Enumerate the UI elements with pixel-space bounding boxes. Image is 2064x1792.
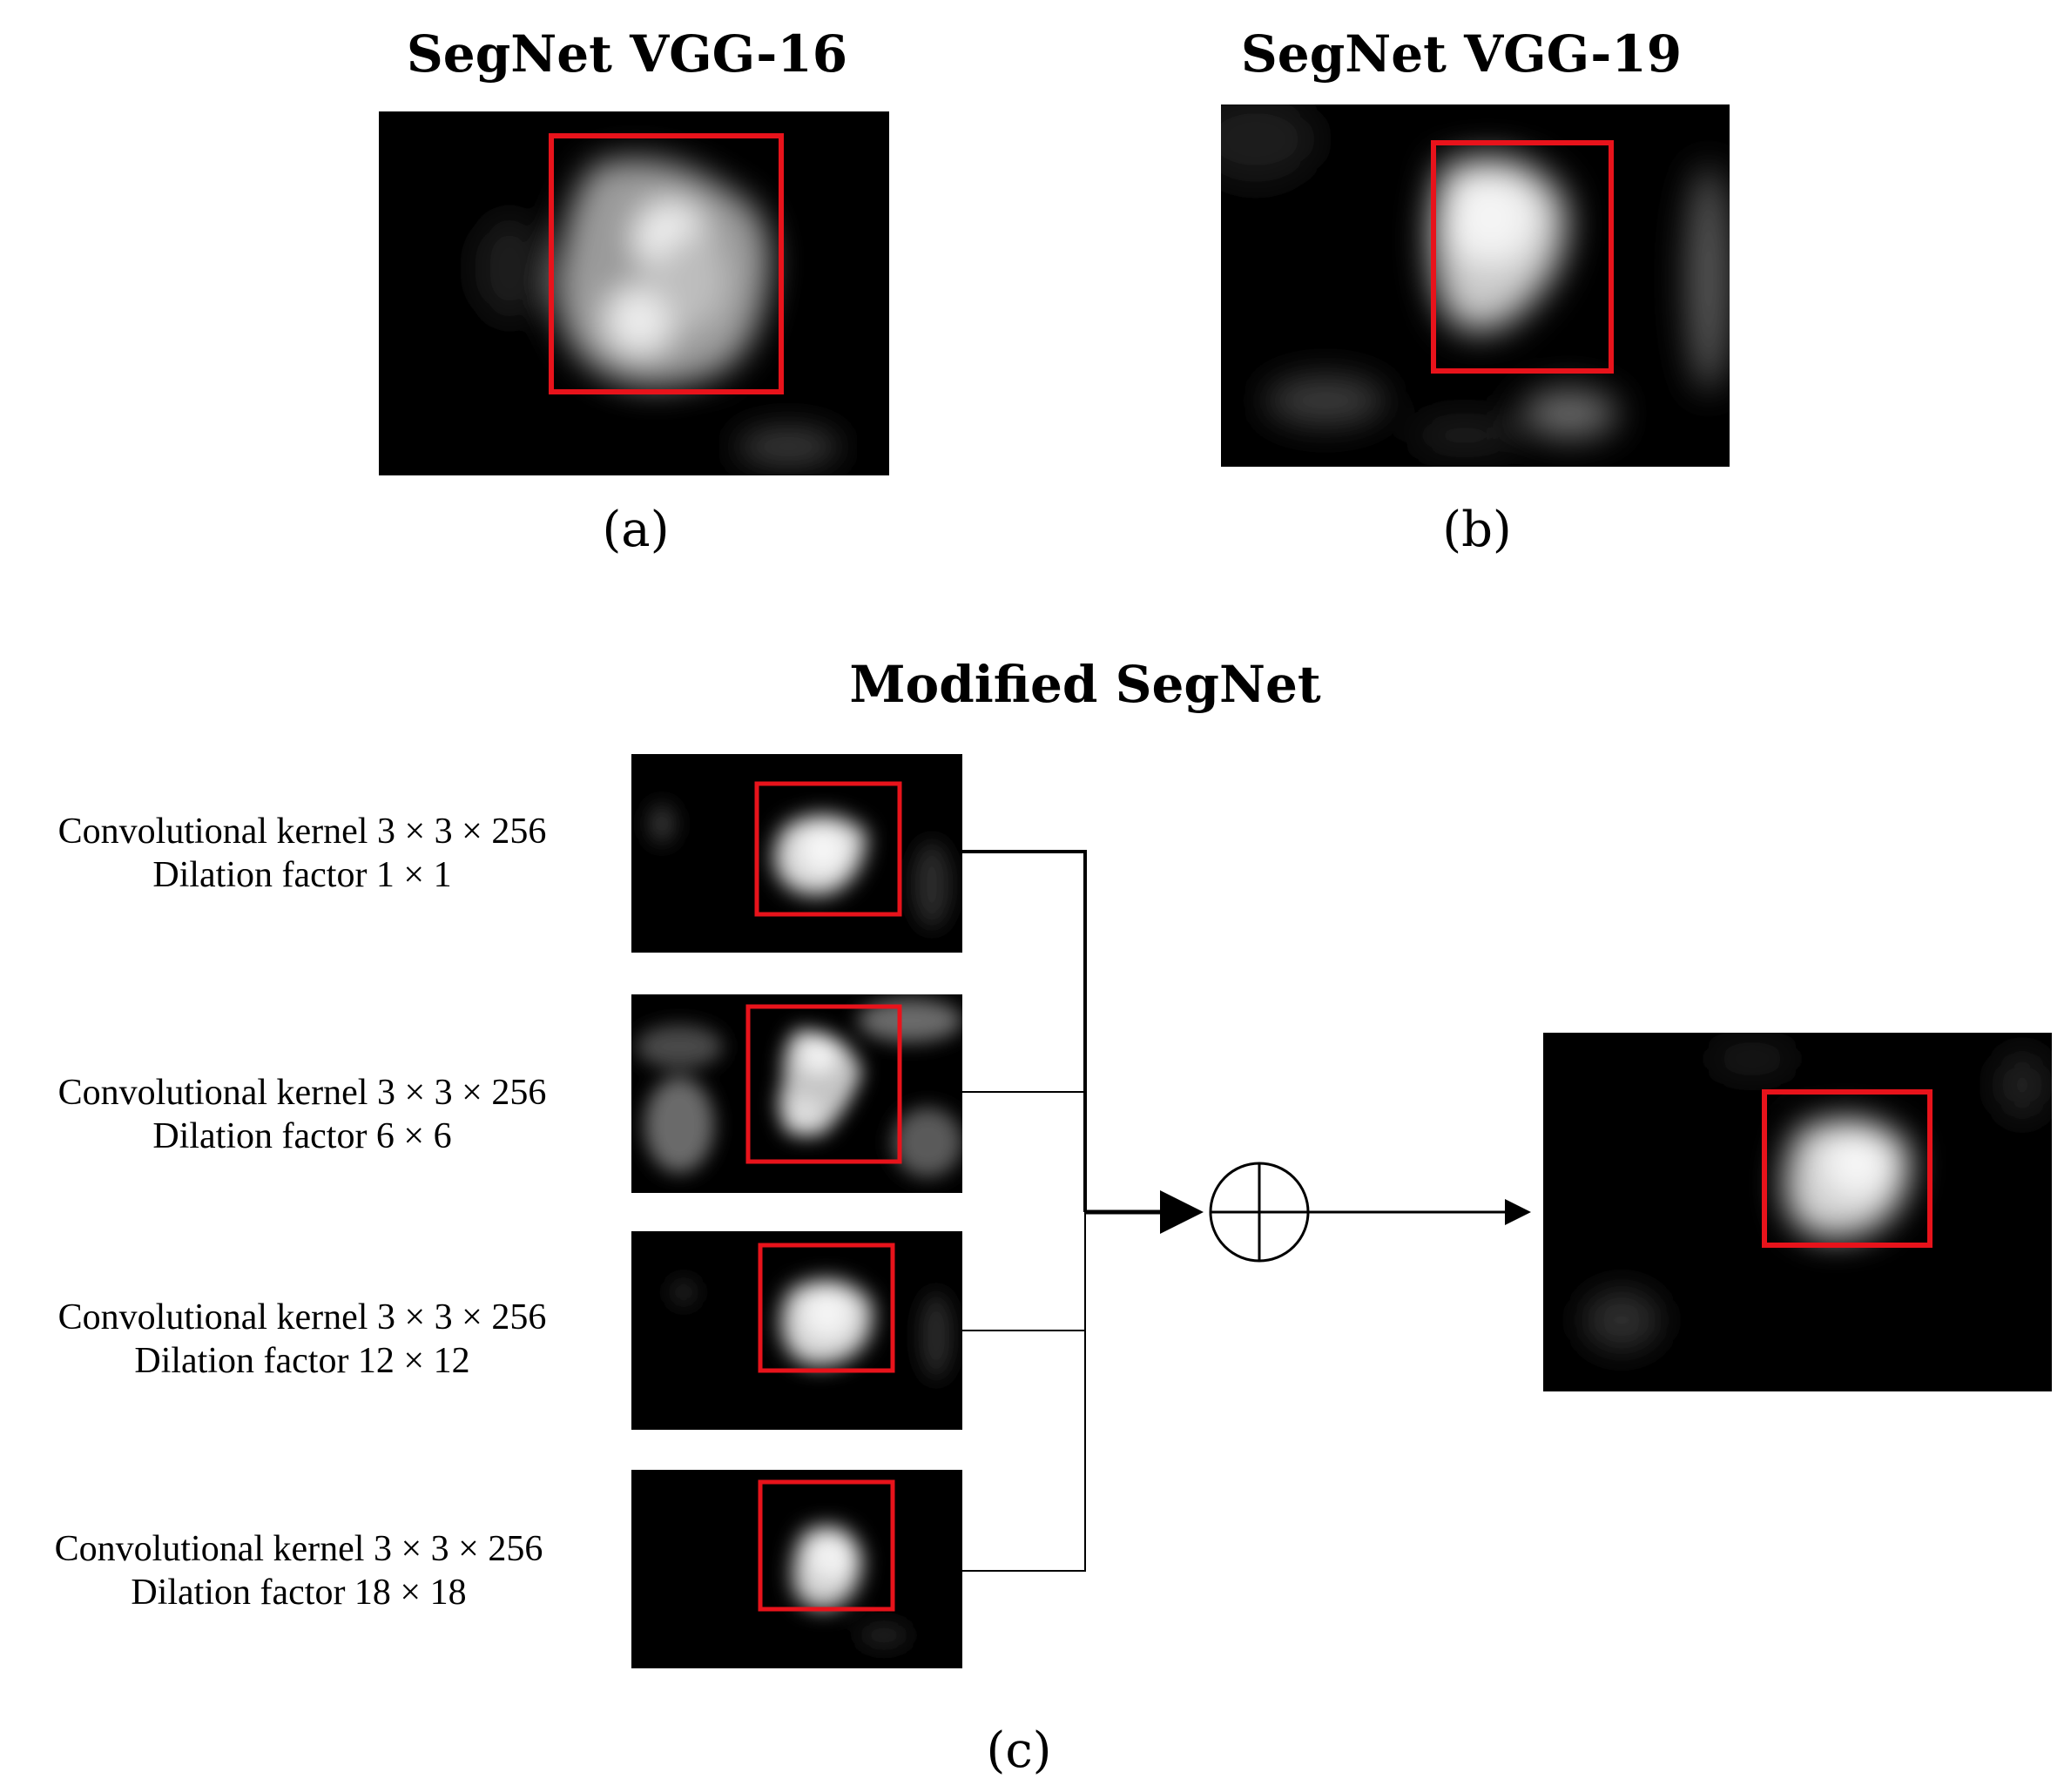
panel-a-title: SegNet VGG-16 <box>406 24 848 84</box>
branch-2-detection-box <box>745 1004 902 1164</box>
branch-4-label: Convolutional kernel 3 × 3 × 256 Dilatio… <box>7 1527 590 1614</box>
branch-2-kernel-text: Convolutional kernel 3 × 3 × 256 <box>57 1073 547 1113</box>
panel-b-feature-map <box>1221 104 1730 467</box>
panel-a-feature-map <box>379 111 889 475</box>
panel-b-detection-box <box>1431 140 1614 374</box>
branch-3-feature-map <box>631 1231 962 1430</box>
branch-1-feature-map <box>631 754 962 953</box>
branch-4-feature-map <box>631 1470 962 1668</box>
branch-connector-lines <box>962 850 1087 1572</box>
panel-a-detection-box <box>549 133 784 394</box>
branch-4-dilation-text: Dilation factor 18 × 18 <box>131 1573 467 1613</box>
branch-2-label: Convolutional kernel 3 × 3 × 256 Dilatio… <box>10 1071 594 1158</box>
branch-1-detection-box <box>754 781 902 917</box>
branch-4-kernel-text: Convolutional kernel 3 × 3 × 256 <box>54 1529 543 1569</box>
panel-c-title: Modified SegNet <box>849 655 1321 714</box>
branch-3-label: Convolutional kernel 3 × 3 × 256 Dilatio… <box>10 1296 594 1383</box>
branch-1-kernel-text: Convolutional kernel 3 × 3 × 256 <box>57 812 547 852</box>
fusion-sum-icon <box>1209 1162 1310 1263</box>
panel-b-title: SegNet VGG-19 <box>1240 24 1683 84</box>
branch-2-feature-map <box>631 994 962 1193</box>
output-feature-map <box>1543 1033 2052 1391</box>
branch-3-detection-box <box>758 1243 895 1373</box>
branch-4-detection-box <box>758 1479 895 1612</box>
panel-b-label: (b) <box>1442 502 1512 558</box>
branch-3-dilation-text: Dilation factor 12 × 12 <box>134 1341 470 1381</box>
branch-1-label: Convolutional kernel 3 × 3 × 256 Dilatio… <box>10 810 594 897</box>
branch-3-kernel-text: Convolutional kernel 3 × 3 × 256 <box>57 1297 547 1337</box>
output-detection-box <box>1762 1089 1932 1248</box>
panel-a-label: (a) <box>602 502 670 558</box>
branch-2-dilation-text: Dilation factor 6 × 6 <box>152 1116 452 1156</box>
branch-1-dilation-text: Dilation factor 1 × 1 <box>152 855 452 895</box>
panel-c-label: (c) <box>986 1722 1052 1779</box>
